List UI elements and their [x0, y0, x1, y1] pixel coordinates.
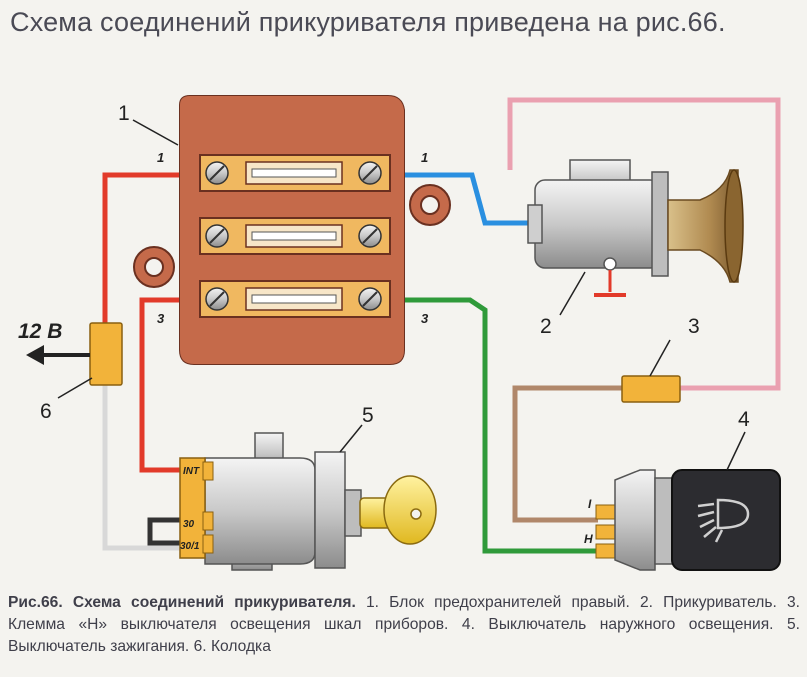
wire-pink	[507, 97, 781, 391]
terminal-label-left-bottom: 3	[157, 311, 165, 326]
key-icon	[359, 475, 437, 545]
wire-blue	[380, 172, 535, 226]
headlight-icon	[697, 498, 750, 543]
callout-3: 3	[688, 315, 700, 338]
terminal-label-right-bottom: 3	[421, 311, 429, 326]
wire-brown	[512, 385, 625, 523]
terminal-h-connector	[621, 375, 681, 403]
ignition-switch	[179, 432, 362, 571]
caption-title: Рис.66. Схема соединений прикуривателя.	[8, 594, 356, 611]
block-connector-6	[89, 322, 123, 386]
arrow-left-icon	[26, 345, 90, 365]
wire-black	[147, 517, 186, 546]
ignition-terminal-int: INT	[183, 466, 200, 477]
ignition-terminal-30-1: 30/1	[180, 541, 200, 552]
light-switch	[595, 469, 781, 571]
page-heading: Схема соединений прикуривателя приведена…	[10, 7, 726, 37]
fuse-block	[133, 95, 451, 365]
callout-1: 1	[118, 102, 130, 125]
wire-green	[380, 297, 598, 554]
wire-white	[102, 385, 185, 551]
fuse-row-1	[199, 154, 391, 192]
figure-caption: Рис.66. Схема соединений прикуривателя. …	[8, 592, 800, 677]
caption-text: 1. Блок предохранителей правый. 2. Прику…	[8, 594, 800, 655]
callout-4: 4	[738, 408, 750, 431]
ignition-terminal-30: 30	[183, 519, 195, 530]
light-switch-terminal-h: H	[584, 532, 593, 546]
terminal-label-right-top: 1	[421, 150, 428, 165]
terminal-label-left-top: 1	[157, 150, 164, 165]
light-switch-terminal-i: I	[588, 497, 592, 511]
callout-6: 6	[40, 400, 52, 423]
fuse-row-3	[199, 280, 391, 318]
wiring-diagram: 1 1 3 3 12 В INT 30 3	[18, 95, 781, 571]
voltage-label: 12 В	[18, 320, 62, 343]
callout-leaders	[57, 119, 746, 471]
wire-red	[102, 172, 210, 473]
cigarette-lighter	[527, 159, 744, 297]
fuse-row-2	[199, 217, 391, 255]
callout-5: 5	[362, 404, 374, 427]
callout-2: 2	[540, 315, 552, 338]
